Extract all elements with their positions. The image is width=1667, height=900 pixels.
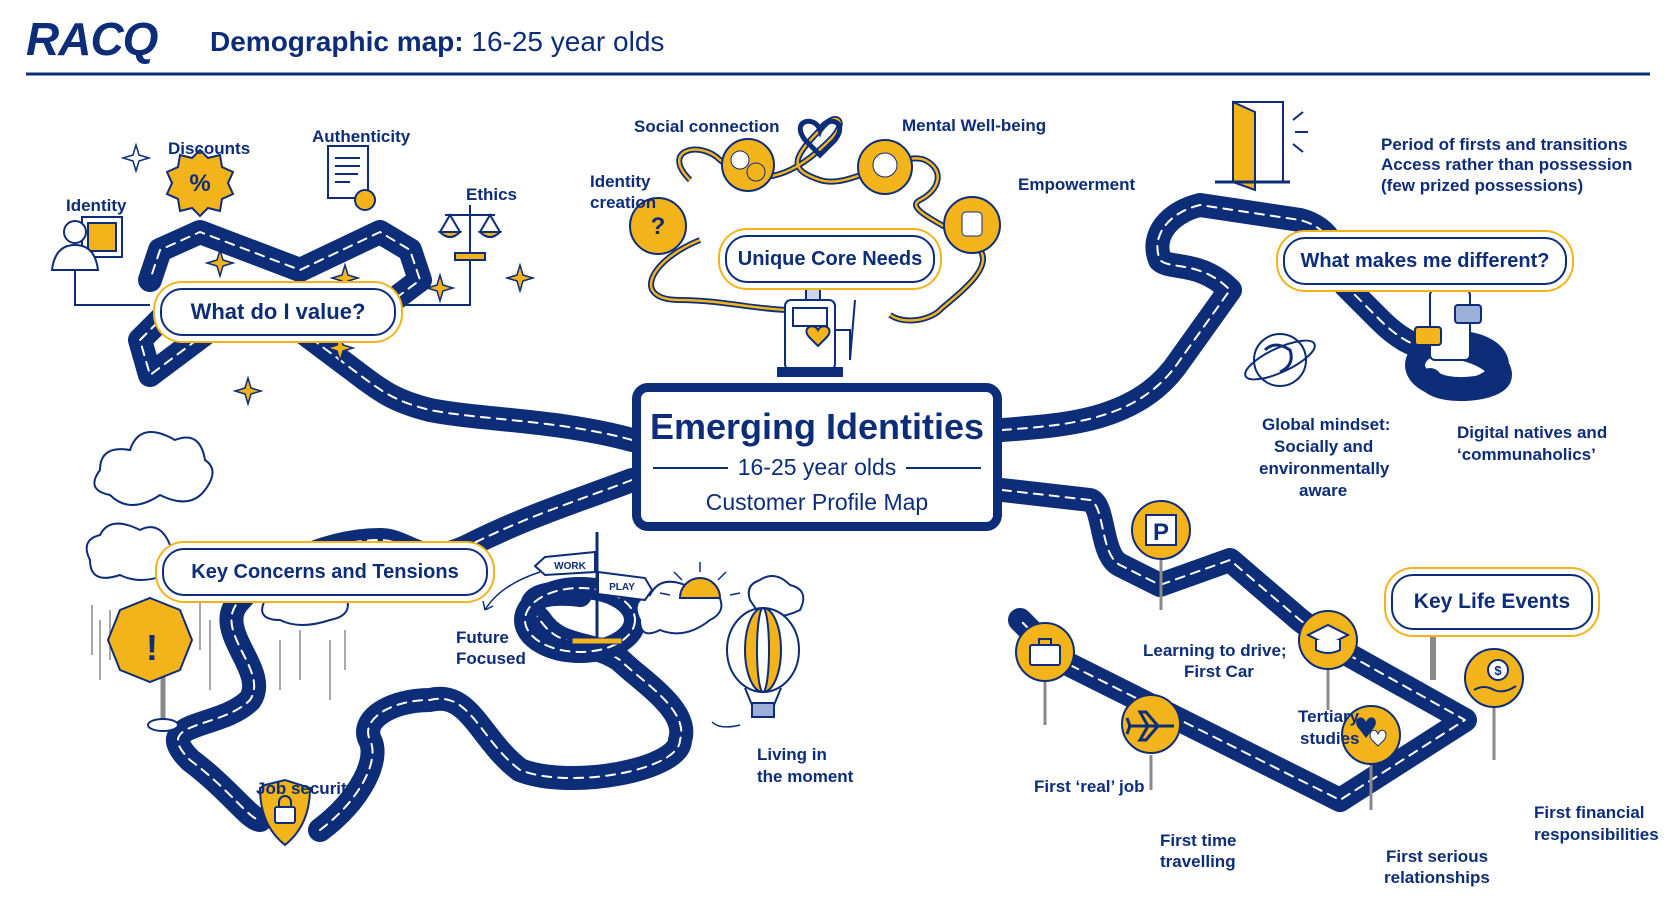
graduation-cap-icon [1298, 610, 1358, 710]
values-heading: What do I value? [160, 288, 396, 336]
chat-faces-icon [721, 138, 775, 192]
fist-icon [943, 196, 1001, 254]
value-identity: Identity [66, 196, 127, 215]
svg-text:WORK: WORK [554, 561, 586, 572]
door-icon [1215, 100, 1308, 192]
job-security-label: Job security [256, 779, 357, 798]
event-travel-line-1: First time [1160, 831, 1237, 850]
event-relationships-line-2: relationships [1384, 868, 1490, 887]
center-subtitle: 16-25 year olds [641, 454, 993, 481]
mind-icon [857, 139, 913, 195]
briefcase-icon [1015, 622, 1075, 725]
shield-lock-icon [258, 778, 312, 847]
center-hub: Emerging Identities 16-25 year olds Cust… [632, 383, 1002, 531]
question-face-icon: ? [629, 197, 687, 255]
event-tertiary-line-1: Tertiary [1298, 707, 1360, 726]
center-caption: Customer Profile Map [705, 489, 929, 515]
value-authenticity: Authenticity [312, 127, 411, 146]
svg-text:PLAY: PLAY [609, 582, 635, 593]
concerns-heading: Key Concerns and Tensions [162, 548, 488, 596]
different-heading: What makes me different? [1283, 237, 1567, 285]
value-discounts: Discounts [168, 139, 251, 158]
warning-sign-icon: ! [106, 596, 194, 732]
event-driving-line-2: First Car [1184, 662, 1254, 681]
sun-icon [659, 562, 741, 599]
svg-text:?: ? [651, 213, 666, 240]
global-line-2: Socially and [1274, 437, 1374, 456]
need-identity-creation: Identity creation [590, 172, 657, 212]
global-line-4: aware [1299, 481, 1348, 500]
event-tertiary-line-2: studies [1300, 729, 1360, 748]
fuel-pump-icon [777, 267, 856, 377]
event-relationships-line-1: First serious [1386, 847, 1489, 866]
value-ethics: Ethics [466, 185, 518, 204]
money-hand-icon: $ [1464, 648, 1524, 760]
rain-lines [91, 600, 346, 700]
event-financial-line-1: First financial [1534, 803, 1645, 822]
page-title-bold: Demographic map: [210, 26, 464, 57]
svg-text:!: ! [146, 627, 158, 668]
discount-badge-icon: % [165, 148, 235, 218]
svg-text:$: $ [1494, 663, 1502, 678]
digital-line-1: Digital natives and [1457, 423, 1608, 442]
living-moment-line-2: the moment [757, 767, 854, 786]
need-social-connection: Social connection [634, 117, 780, 136]
period-line-2: Access rather than possession [1381, 155, 1633, 174]
heart-balloon-icon [1341, 705, 1401, 810]
signpost-icon: WORK PLAY [482, 532, 654, 645]
racq-logo: RACQ [26, 13, 158, 65]
identity-icon [50, 216, 150, 306]
needs-heading: Unique Core Needs [725, 235, 935, 283]
future-focused-line-1: Future [456, 628, 509, 647]
scales-icon [400, 205, 503, 306]
globe-icon [1244, 333, 1316, 387]
svg-text:P: P [1153, 519, 1169, 546]
need-mental-wellbeing: Mental Well-being [902, 116, 1047, 135]
event-financial-line-2: responsibilities [1534, 825, 1659, 844]
center-title: Emerging Identities [649, 406, 985, 447]
sparkle-icons [120, 142, 536, 407]
period-line-1: Period of firsts and transitions [1381, 135, 1628, 154]
svg-text:%: % [189, 170, 210, 197]
phone-chat-icon [1414, 289, 1482, 361]
event-real-job: First ‘real’ job [1034, 777, 1145, 796]
global-line-1: Global mindset: [1262, 415, 1391, 434]
event-travel-line-2: travelling [1160, 852, 1236, 871]
page-title: Demographic map: 16-25 year olds [210, 26, 664, 58]
future-focused-line-2: Focused [456, 649, 526, 668]
life-events-heading: Key Life Events [1391, 574, 1593, 630]
global-line-3: environmentally [1259, 459, 1390, 478]
event-driving-line-1: Learning to drive; [1143, 641, 1287, 660]
page-title-regular: 16-25 year olds [471, 26, 665, 57]
airplane-icon [1121, 694, 1181, 790]
certificate-icon [327, 145, 376, 211]
need-empowerment: Empowerment [1018, 175, 1136, 194]
living-moment-line-1: Living in [757, 745, 827, 764]
digital-line-2: ‘communaholics’ [1457, 445, 1596, 464]
parking-sign-icon: P [1131, 500, 1191, 610]
period-line-3: (few prized possessions) [1381, 176, 1584, 195]
heart-icon [797, 118, 843, 159]
hot-air-balloon-icon [711, 607, 800, 728]
